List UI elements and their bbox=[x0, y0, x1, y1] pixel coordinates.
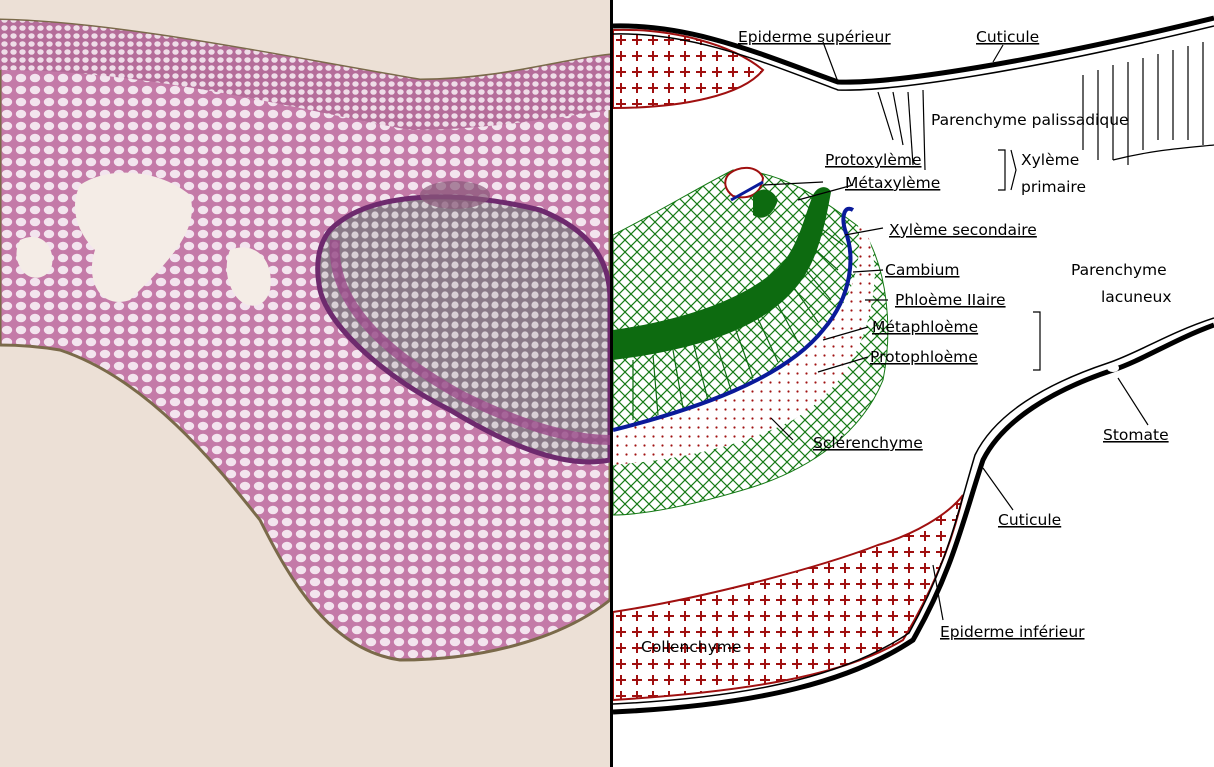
leaf-section-schematic: Epiderme supérieur Cuticule Parenchyme p… bbox=[613, 0, 1214, 767]
label-stomate: Stomate bbox=[1103, 426, 1169, 444]
protoxylem-spot bbox=[420, 181, 490, 209]
label-xyleme-primaire-1: Xylème bbox=[1021, 151, 1079, 169]
label-protoxyleme: Protoxylème bbox=[825, 151, 922, 169]
label-protophloeme: Protophloème bbox=[870, 348, 978, 366]
label-metaxyleme: Métaxylème bbox=[845, 174, 940, 192]
label-parenchyme-lacuneux-2: lacuneux bbox=[1101, 288, 1172, 306]
label-xyleme-secondaire: Xylème secondaire bbox=[889, 221, 1037, 239]
label-phloeme-iiaire: Phloème IIaire bbox=[895, 291, 1006, 309]
lower-collenchyme bbox=[613, 495, 963, 700]
label-metaphloeme: Métaphloème bbox=[872, 318, 978, 336]
label-xyleme-primaire-2: primaire bbox=[1021, 178, 1086, 196]
label-sclerenchyme: Sclérenchyme bbox=[813, 434, 923, 452]
leaf-section-micrograph bbox=[0, 0, 610, 767]
stomate-gap bbox=[1107, 364, 1119, 372]
label-epiderme-inferieur: Epiderme inférieur bbox=[940, 623, 1085, 641]
label-collenchyme: Collenchyme bbox=[641, 638, 741, 656]
label-parenchyme-lacuneux-1: Parenchyme bbox=[1071, 261, 1167, 279]
label-cuticule-top: Cuticule bbox=[976, 28, 1039, 46]
label-epiderme-superieur: Epiderme supérieur bbox=[738, 28, 891, 46]
label-cuticule-bottom: Cuticule bbox=[998, 511, 1061, 529]
label-parenchyme-palissadique: Parenchyme palissadique bbox=[931, 111, 1129, 129]
label-cambium: Cambium bbox=[885, 261, 960, 279]
